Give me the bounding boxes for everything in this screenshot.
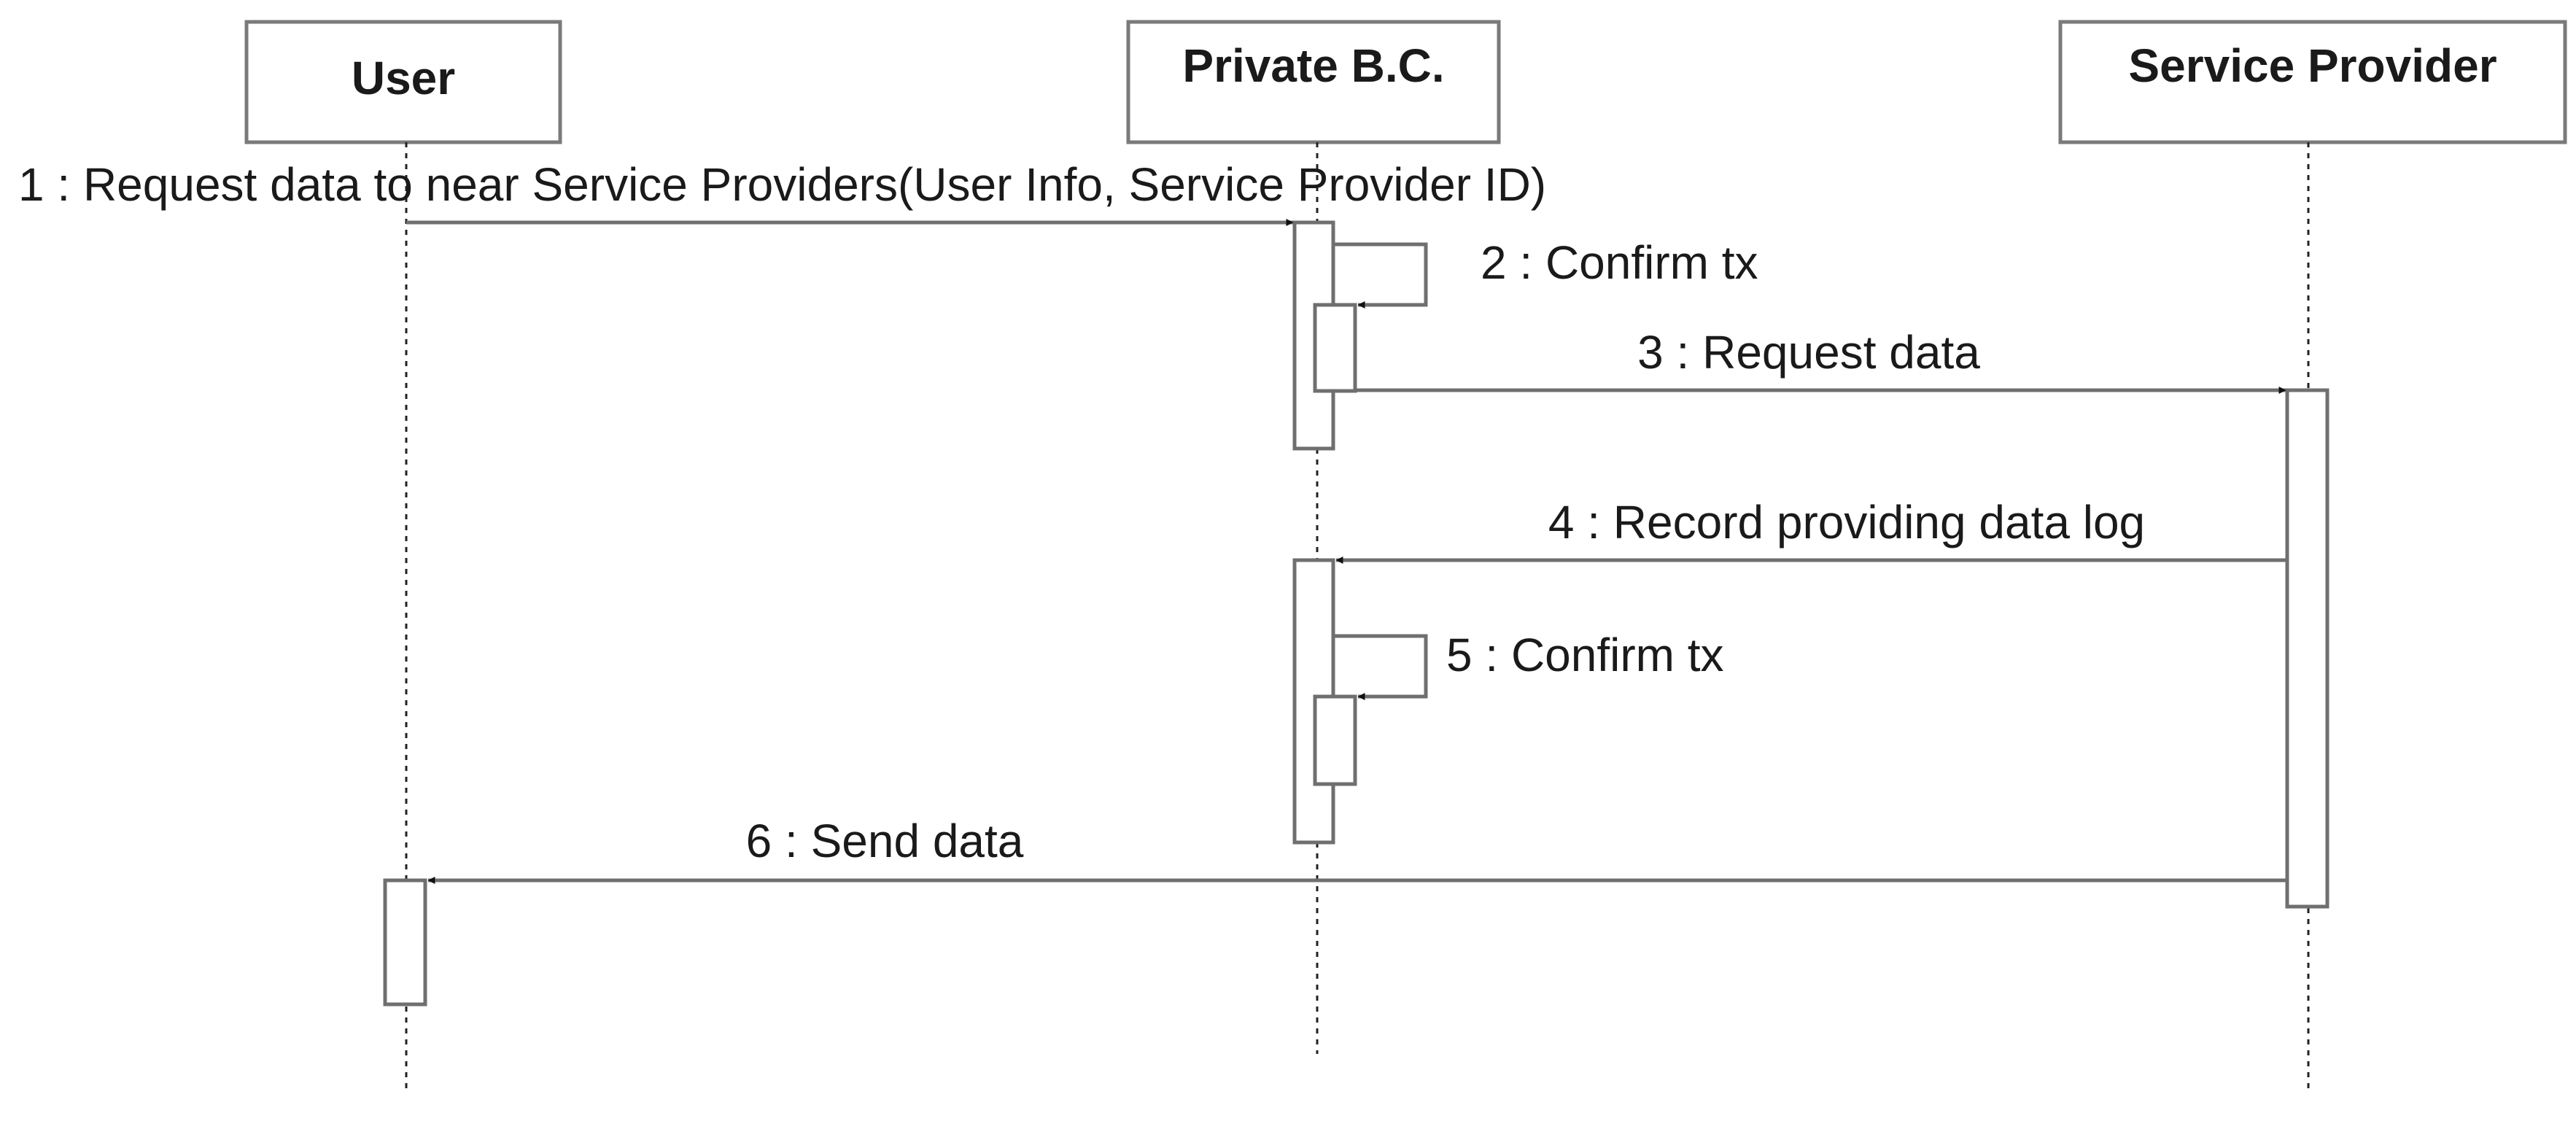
message-label: 2 : Confirm tx [1481,236,1758,289]
message-label: 5 : Confirm tx [1446,629,1724,681]
participant-service-provider[interactable]: Service Provider [2058,20,2567,144]
message-label: 6 : Send data [746,815,1024,867]
participant-user[interactable]: User [244,20,562,144]
participant-box[interactable] [1126,20,1501,144]
message-4[interactable]: 4 : Record providing data log [1335,496,2287,564]
activation-bar-user [383,878,427,1007]
message-label: 4 : Record providing data log [1548,496,2145,548]
message-5[interactable]: 5 : Confirm tx [1333,629,1724,700]
participant-box[interactable] [2058,20,2567,144]
participant-label: Private B.C. [1182,39,1444,92]
message-label: 3 : Request data [1637,326,1980,379]
message-1[interactable]: 1 : Request data to near Service Provide… [18,158,1546,226]
message-label: 1 : Request data to near Service Provide… [18,158,1546,211]
participant-private-bc[interactable]: Private B.C. [1126,20,1501,144]
message-arrow[interactable] [1333,242,1428,309]
activation-bar-service-provider [2285,388,2329,909]
message-6[interactable]: 6 : Send data [427,815,2287,884]
message-3[interactable]: 3 : Request data [1355,326,2286,394]
participant-label: User [352,52,455,104]
message-2[interactable]: 2 : Confirm tx [1333,236,1758,309]
message-arrow[interactable] [1333,634,1428,700]
participant-box[interactable] [244,20,562,144]
activation-bar-private-bc-nested-2 [1313,694,1357,786]
activation-bar-private-bc-nested-1 [1313,303,1357,393]
participant-label: Service Provider [2128,39,2497,92]
